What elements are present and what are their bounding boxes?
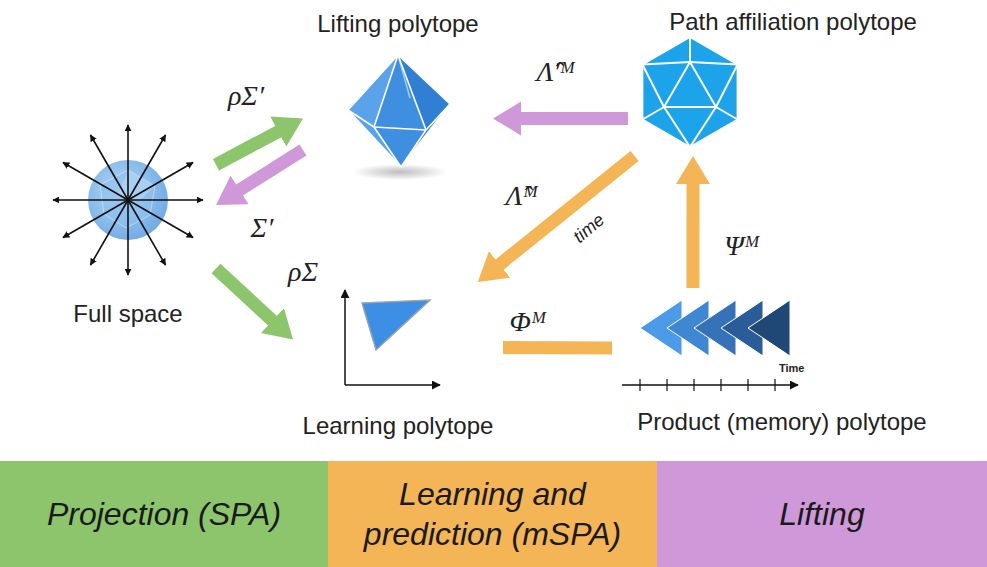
node-title: Learning polytope xyxy=(293,412,503,440)
product-polytope-figure xyxy=(622,300,798,391)
legend-band: Lifting xyxy=(657,461,987,567)
path-affiliation-figure xyxy=(642,37,737,147)
connector-arrow xyxy=(503,341,612,354)
node-title: Full space xyxy=(40,300,216,328)
connector-arrow xyxy=(216,269,274,322)
edge-label: ρΣ xyxy=(288,256,318,288)
learning-polytope-figure xyxy=(345,290,440,385)
node-title: Lifting polytope xyxy=(303,10,493,38)
lifting-polytope-node: Lifting polytope xyxy=(303,8,493,178)
connector-arrow xyxy=(498,156,635,266)
node-title: Path affiliation polytope xyxy=(628,8,958,36)
node-title: Product (memory) polytope xyxy=(612,408,952,436)
lifting-polytope-figure xyxy=(348,55,450,180)
full-space-figure xyxy=(53,125,203,275)
connector-arrow xyxy=(519,112,628,125)
connector-arrow xyxy=(216,131,280,165)
connector-arrow xyxy=(686,182,699,288)
time-annotation: time xyxy=(569,210,609,248)
full-space-node: Full space xyxy=(40,118,216,330)
edge-label: Λ̂′ᴹ xyxy=(537,56,576,88)
edge-label: Ψᴹ xyxy=(724,230,760,262)
edge-label: Σ′ xyxy=(251,212,274,244)
axis-label: Time xyxy=(779,362,804,374)
legend-band: Projection (SPA) xyxy=(0,461,328,567)
connector-arrow xyxy=(238,150,303,191)
legend-text: Learning and prediction (mSPA) xyxy=(338,474,647,554)
legend-text: Lifting xyxy=(779,494,864,534)
edge-label: Φᴹ xyxy=(509,306,546,338)
legend-band: Learning and prediction (mSPA) xyxy=(328,461,657,567)
edge-label: Λ̂ᴹ xyxy=(506,180,539,212)
learning-polytope-node: Learning polytope xyxy=(293,282,503,442)
legend-text: Projection (SPA) xyxy=(47,494,281,534)
edge-label: ρΣ′ xyxy=(228,80,264,112)
path-affiliation-node: Path affiliation polytope xyxy=(628,6,958,156)
